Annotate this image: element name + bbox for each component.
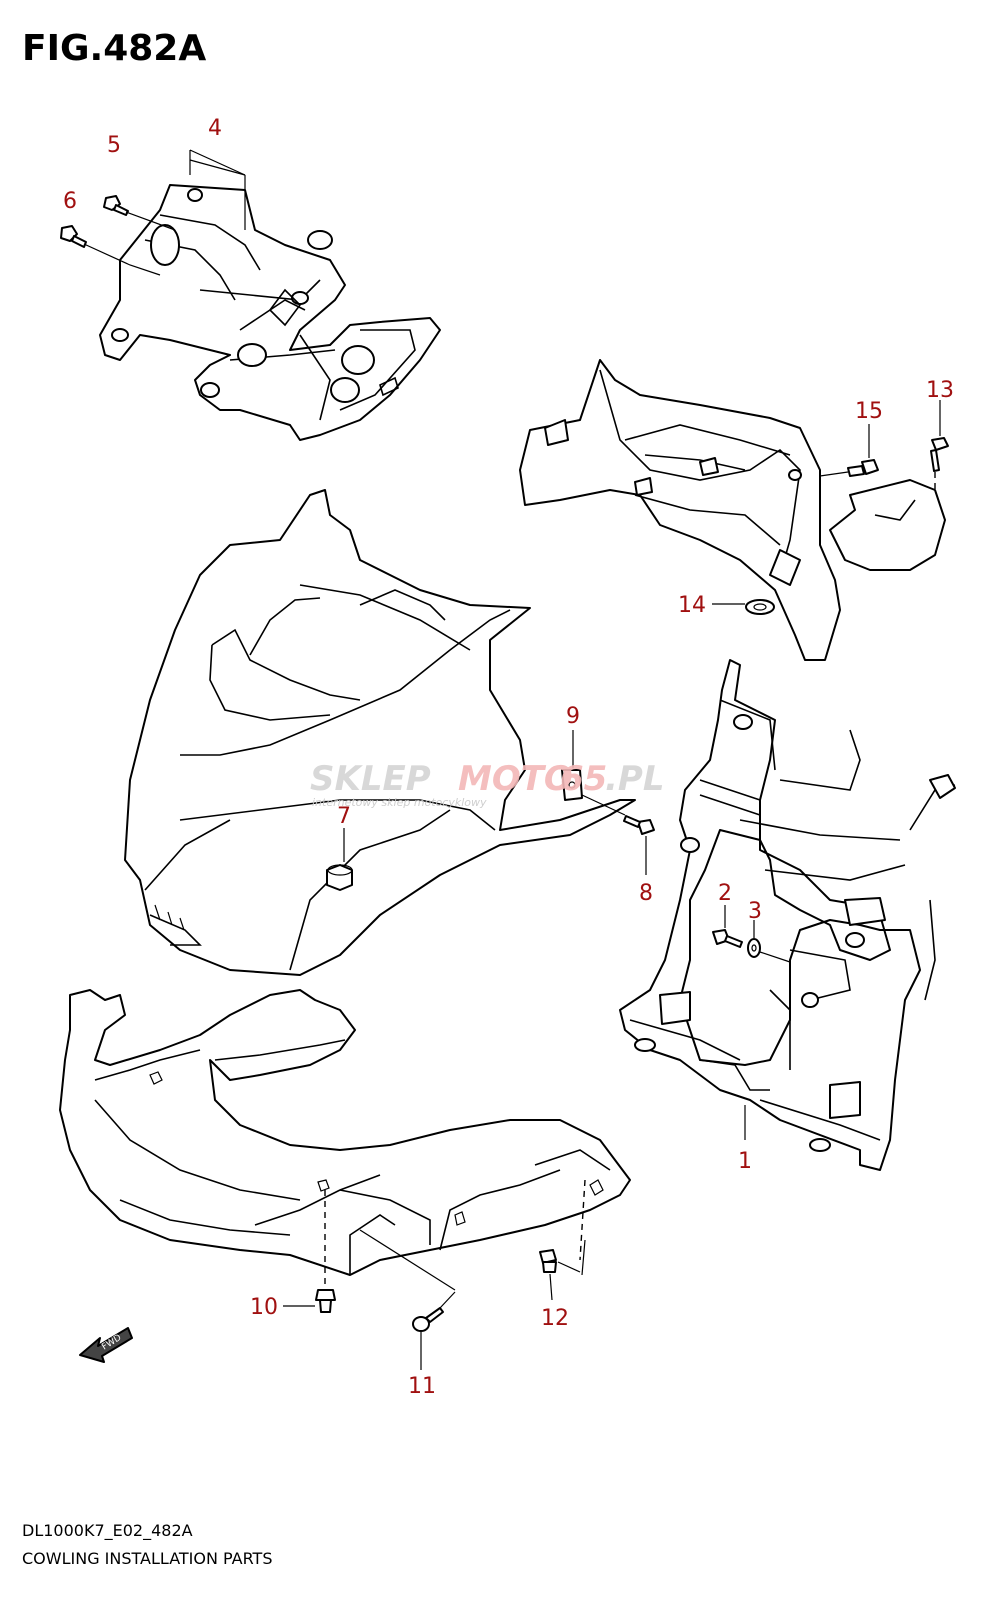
screw-13-icon (930, 400, 949, 492)
bolt-2-icon (712, 905, 743, 948)
front-upper-cowling (124, 489, 636, 976)
model-code: DL1000K7_E02_482A (22, 1521, 193, 1541)
callout-4: 4 (208, 116, 222, 141)
screw-12-icon (539, 1249, 581, 1301)
callout-13: 13 (926, 378, 954, 403)
callout-9: 9 (566, 704, 580, 729)
watermark-brand-a: SKLEP (310, 759, 431, 799)
callout-11: 11 (408, 1374, 436, 1399)
bolt-6-icon (60, 225, 161, 276)
callout-14: 14 (678, 593, 706, 618)
clip-nut-9-icon (561, 730, 626, 816)
washer-3-icon (747, 920, 791, 963)
callout-8: 8 (639, 881, 653, 906)
callout-10: 10 (250, 1295, 278, 1320)
inner-cover-assembly (519, 359, 946, 661)
callout-1: 1 (738, 1149, 752, 1174)
callouts: 1 2 3 4 5 6 7 8 9 10 11 12 13 14 15 (63, 116, 954, 1399)
figure-title: FIG.482A (22, 28, 206, 69)
callout-12: 12 (541, 1306, 569, 1331)
watermark-brand-c: 65 (560, 759, 607, 799)
watermark-tagline: internetowy sklep motocyklowy (312, 796, 487, 809)
grommet-7-icon (326, 828, 353, 891)
callout-15: 15 (855, 399, 883, 424)
grommet-14-icon (712, 599, 775, 615)
watermark: SKLEP MOTO 65 .PL internetowy sklep moto… (310, 759, 665, 809)
callout-2: 2 (718, 881, 732, 906)
callout-7: 7 (337, 804, 351, 829)
fwd-arrow-icon: FWD (79, 1327, 133, 1363)
figure-caption: COWLING INSTALLATION PARTS (22, 1549, 272, 1568)
part-4-bracket (99, 184, 441, 441)
watermark-brand-b: MOTO (458, 759, 573, 799)
callout-5: 5 (107, 133, 121, 158)
screw-8-icon (623, 815, 655, 875)
cowling-stay-1 (619, 659, 956, 1171)
screw-11-icon (412, 1291, 456, 1370)
lower-cowling (59, 989, 631, 1291)
callout-3: 3 (748, 899, 762, 924)
rivet-10-icon (283, 1289, 336, 1313)
watermark-brand-d: .PL (605, 759, 665, 799)
screw-15-icon (819, 424, 879, 477)
callout-6: 6 (63, 189, 77, 214)
bolt-5-icon (103, 195, 176, 231)
part-4-leader (189, 149, 246, 230)
